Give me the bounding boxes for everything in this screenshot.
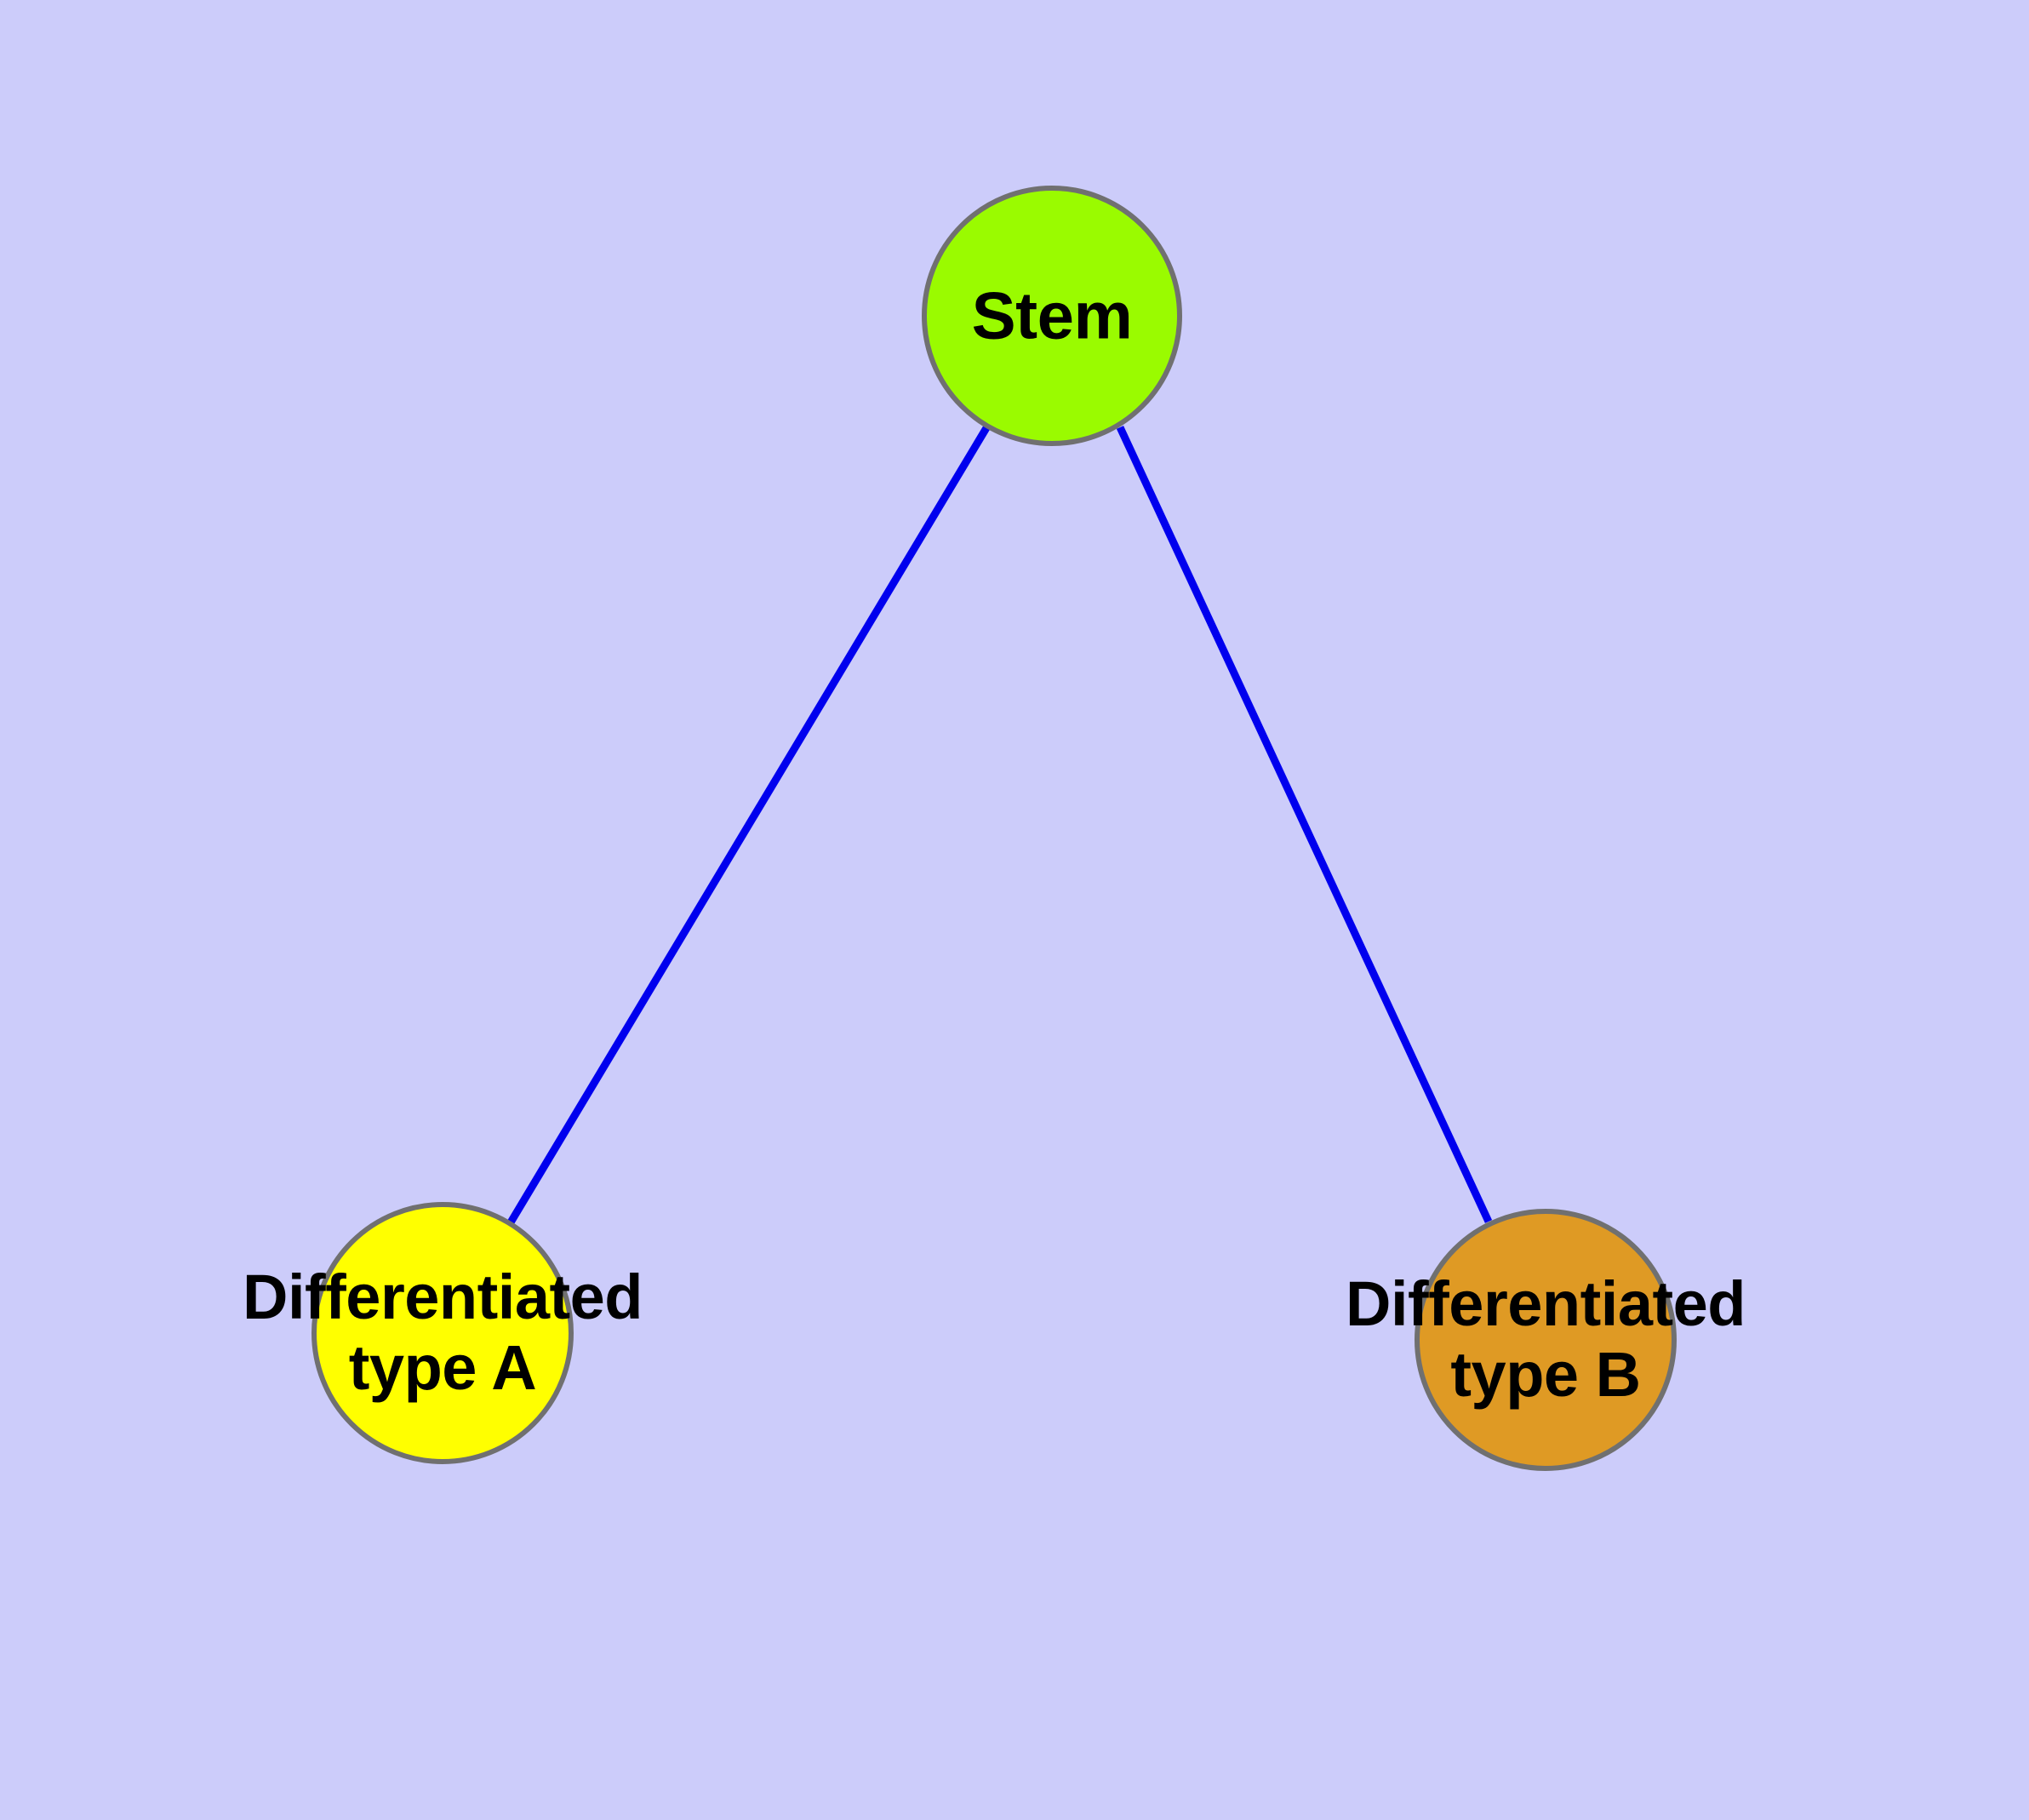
graph-node-stem[interactable] — [922, 186, 1182, 446]
graph-edge[interactable] — [507, 424, 991, 1225]
graph-edge[interactable] — [1116, 426, 1493, 1223]
graph-node-diff-b[interactable] — [1415, 1209, 1677, 1471]
graph-node-diff-a[interactable] — [311, 1202, 574, 1464]
